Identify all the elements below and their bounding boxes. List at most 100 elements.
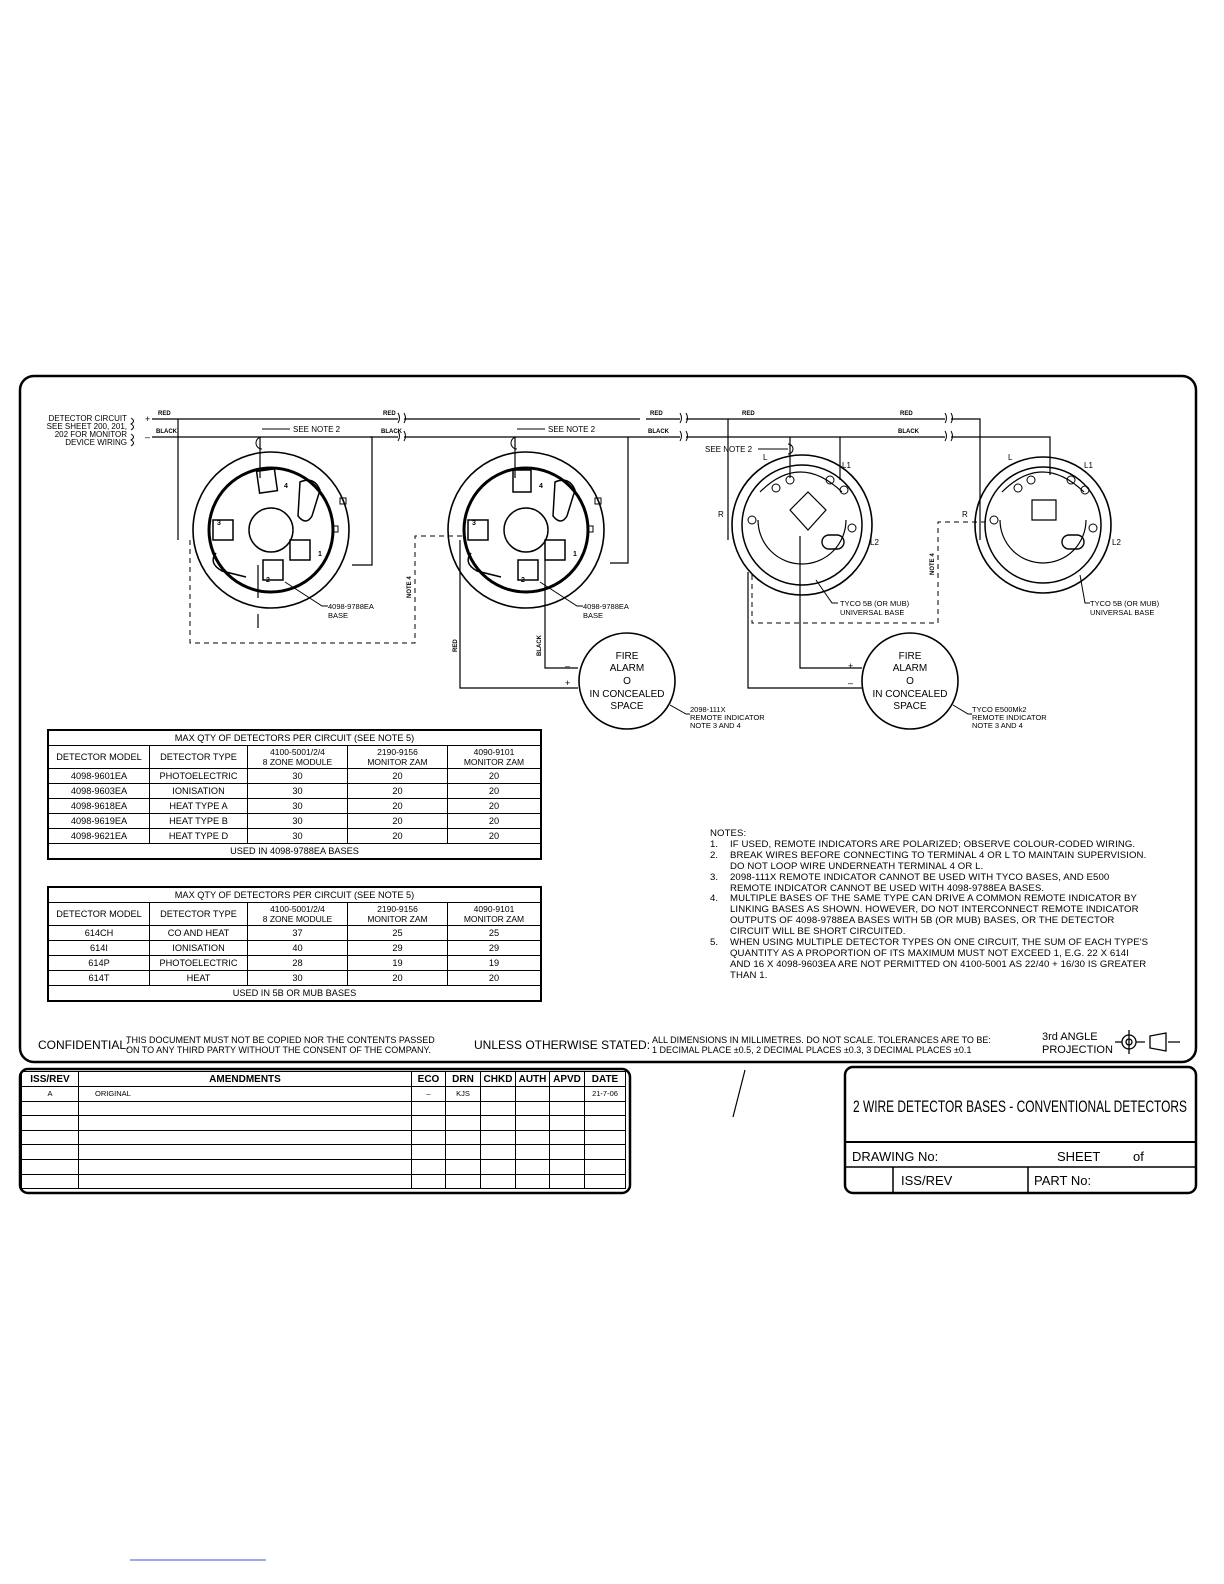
base-3-tyco-5b xyxy=(731,454,873,596)
of-label: of xyxy=(1133,1149,1144,1164)
base-leaders xyxy=(284,574,1090,607)
svg-text:ON TO ANY THIRD PARTY WITHOUT: ON TO ANY THIRD PARTY WITHOUT THE CONSEN… xyxy=(126,1045,431,1055)
svg-text:BLACK: BLACK xyxy=(537,634,543,656)
confidential-notice: CONFIDENTIAL: THIS DOCUMENT MUST NOT BE … xyxy=(38,1035,435,1055)
amendment-row xyxy=(21,1100,626,1117)
detector-table-5b: MAX QTY OF DETECTORS PER CIRCUIT (SEE NO… xyxy=(47,886,542,1002)
svg-text:–: – xyxy=(145,432,150,442)
svg-text:L1: L1 xyxy=(1084,461,1093,470)
svg-text:BLACK: BLACK xyxy=(381,429,403,435)
svg-text:2: 2 xyxy=(266,577,270,584)
base-4-terminals: L L1 R L2 xyxy=(962,453,1121,547)
svg-text:RED: RED xyxy=(158,411,171,417)
table-title: MAX QTY OF DETECTORS PER CIRCUIT (SEE NO… xyxy=(47,729,542,746)
svg-text:SPACE: SPACE xyxy=(893,701,926,712)
svg-text:CONFIDENTIAL:: CONFIDENTIAL: xyxy=(38,1038,129,1052)
amendment-row xyxy=(21,1115,626,1131)
title-block xyxy=(843,1065,1198,1195)
svg-text:FIRE: FIRE xyxy=(616,651,639,662)
amendment-row xyxy=(21,1158,626,1175)
remote-indicator-2: FIRE ALARM O IN CONCEALED SPACE + – TYCO… xyxy=(848,632,1047,730)
svg-text:REMOTE INDICATOR: REMOTE INDICATOR xyxy=(690,713,765,722)
svg-text:3: 3 xyxy=(217,520,221,527)
svg-text:+: + xyxy=(565,678,570,688)
svg-text:DETECTOR CIRCUIT: DETECTOR CIRCUIT xyxy=(48,414,127,423)
separator-slash xyxy=(732,1069,746,1118)
svg-text:DEVICE WIRING: DEVICE WIRING xyxy=(65,438,127,447)
detector-table-4098: MAX QTY OF DETECTORS PER CIRCUIT (SEE NO… xyxy=(47,729,542,860)
svg-text:L2: L2 xyxy=(870,538,879,547)
svg-text:L: L xyxy=(763,453,768,462)
base-2-4098-9788EA xyxy=(447,451,605,609)
svg-text:ALL DIMENSIONS IN MILLIMETRES.: ALL DIMENSIONS IN MILLIMETRES. DO NOT SC… xyxy=(652,1035,991,1045)
base-2-terminals: 4 3 1 2 xyxy=(472,483,577,584)
amendments-border xyxy=(18,1067,632,1195)
svg-text:ALARM: ALARM xyxy=(610,663,644,674)
base-4-tyco-5b xyxy=(974,456,1112,594)
svg-text:BLACK: BLACK xyxy=(898,429,920,435)
base-1-terminals: 4 3 1 2 xyxy=(217,483,322,584)
col-detector-type: DETECTOR TYPE xyxy=(149,745,248,769)
amendment-row: A ORIGINAL – KJS 21-7-06 xyxy=(21,1086,626,1102)
svg-text:4: 4 xyxy=(539,483,543,490)
svg-text:SEE SHEET 200, 201,: SEE SHEET 200, 201, xyxy=(47,422,127,431)
svg-text:SEE NOTE 2: SEE NOTE 2 xyxy=(705,445,753,454)
svg-text:RED: RED xyxy=(742,411,755,417)
svg-text:IN CONCEALED: IN CONCEALED xyxy=(872,689,947,700)
svg-text:IN CONCEALED: IN CONCEALED xyxy=(589,689,664,700)
amendment-row xyxy=(21,1173,626,1190)
svg-text:R: R xyxy=(718,510,724,519)
svg-text:R: R xyxy=(962,510,968,519)
see-note-2-labels: SEE NOTE 2 SEE NOTE 2 SEE NOTE 2 xyxy=(293,425,753,454)
base-1-4098-9788EA xyxy=(192,451,350,609)
svg-text:TYCO E500Mk2: TYCO E500Mk2 xyxy=(972,705,1027,714)
svg-text:RED: RED xyxy=(453,639,459,652)
svg-text:1: 1 xyxy=(573,551,577,558)
notes-heading: NOTES: xyxy=(710,828,747,839)
table-footer: USED IN 4098-9788EA BASES xyxy=(47,843,542,860)
svg-text:TYCO 5B (OR MUB): TYCO 5B (OR MUB) xyxy=(1090,599,1160,608)
tolerance-notice: UNLESS OTHERWISE STATED: ALL DIMENSIONS … xyxy=(474,1035,991,1055)
svg-text:+: + xyxy=(848,661,853,671)
drawing-title: 2 WIRE DETECTOR BASES - CONVENTIONAL DET… xyxy=(853,1097,1187,1116)
svg-text:4098-9788EA: 4098-9788EA xyxy=(583,602,629,611)
col-detector-model: DETECTOR MODEL xyxy=(47,745,150,769)
table-footer: USED IN 5B OR MUB BASES xyxy=(47,985,542,1002)
svg-text:BASE: BASE xyxy=(328,611,348,620)
svg-text:BASE: BASE xyxy=(583,611,603,620)
notes-block: NOTES: 1.IF USED, REMOTE INDICATORS ARE … xyxy=(710,828,1150,982)
svg-text:–: – xyxy=(565,661,570,671)
svg-text:SEE NOTE 2: SEE NOTE 2 xyxy=(293,425,341,434)
note-item: 5.WHEN USING MULTIPLE DETECTOR TYPES ON … xyxy=(710,937,1149,981)
svg-text:1: 1 xyxy=(318,551,322,558)
drawing-border xyxy=(18,374,1198,1064)
svg-text:202 FOR MONITOR: 202 FOR MONITOR xyxy=(55,430,128,439)
svg-text:BLACK: BLACK xyxy=(156,429,178,435)
svg-text:BLACK: BLACK xyxy=(648,429,670,435)
wire-break-marks xyxy=(397,412,953,442)
svg-text:3rd ANGLE: 3rd ANGLE xyxy=(1042,1031,1098,1043)
amendments-table: ISS/REV AMENDMENTS ECO DRN CHKD AUTH APV… xyxy=(21,1071,626,1190)
svg-text:RED: RED xyxy=(650,411,663,417)
iss-rev-label: ISS/REV xyxy=(901,1173,953,1188)
svg-text:–: – xyxy=(848,678,853,688)
amendment-row xyxy=(21,1144,626,1160)
see-note-2-leaders xyxy=(255,428,794,455)
note-item: 1.IF USED, REMOTE INDICATORS ARE POLARIZ… xyxy=(710,838,1136,850)
col-detector-model: DETECTOR MODEL xyxy=(47,902,150,926)
svg-text:UNIVERSAL BASE: UNIVERSAL BASE xyxy=(1090,608,1154,617)
svg-text:NOTE 4: NOTE 4 xyxy=(930,553,936,575)
